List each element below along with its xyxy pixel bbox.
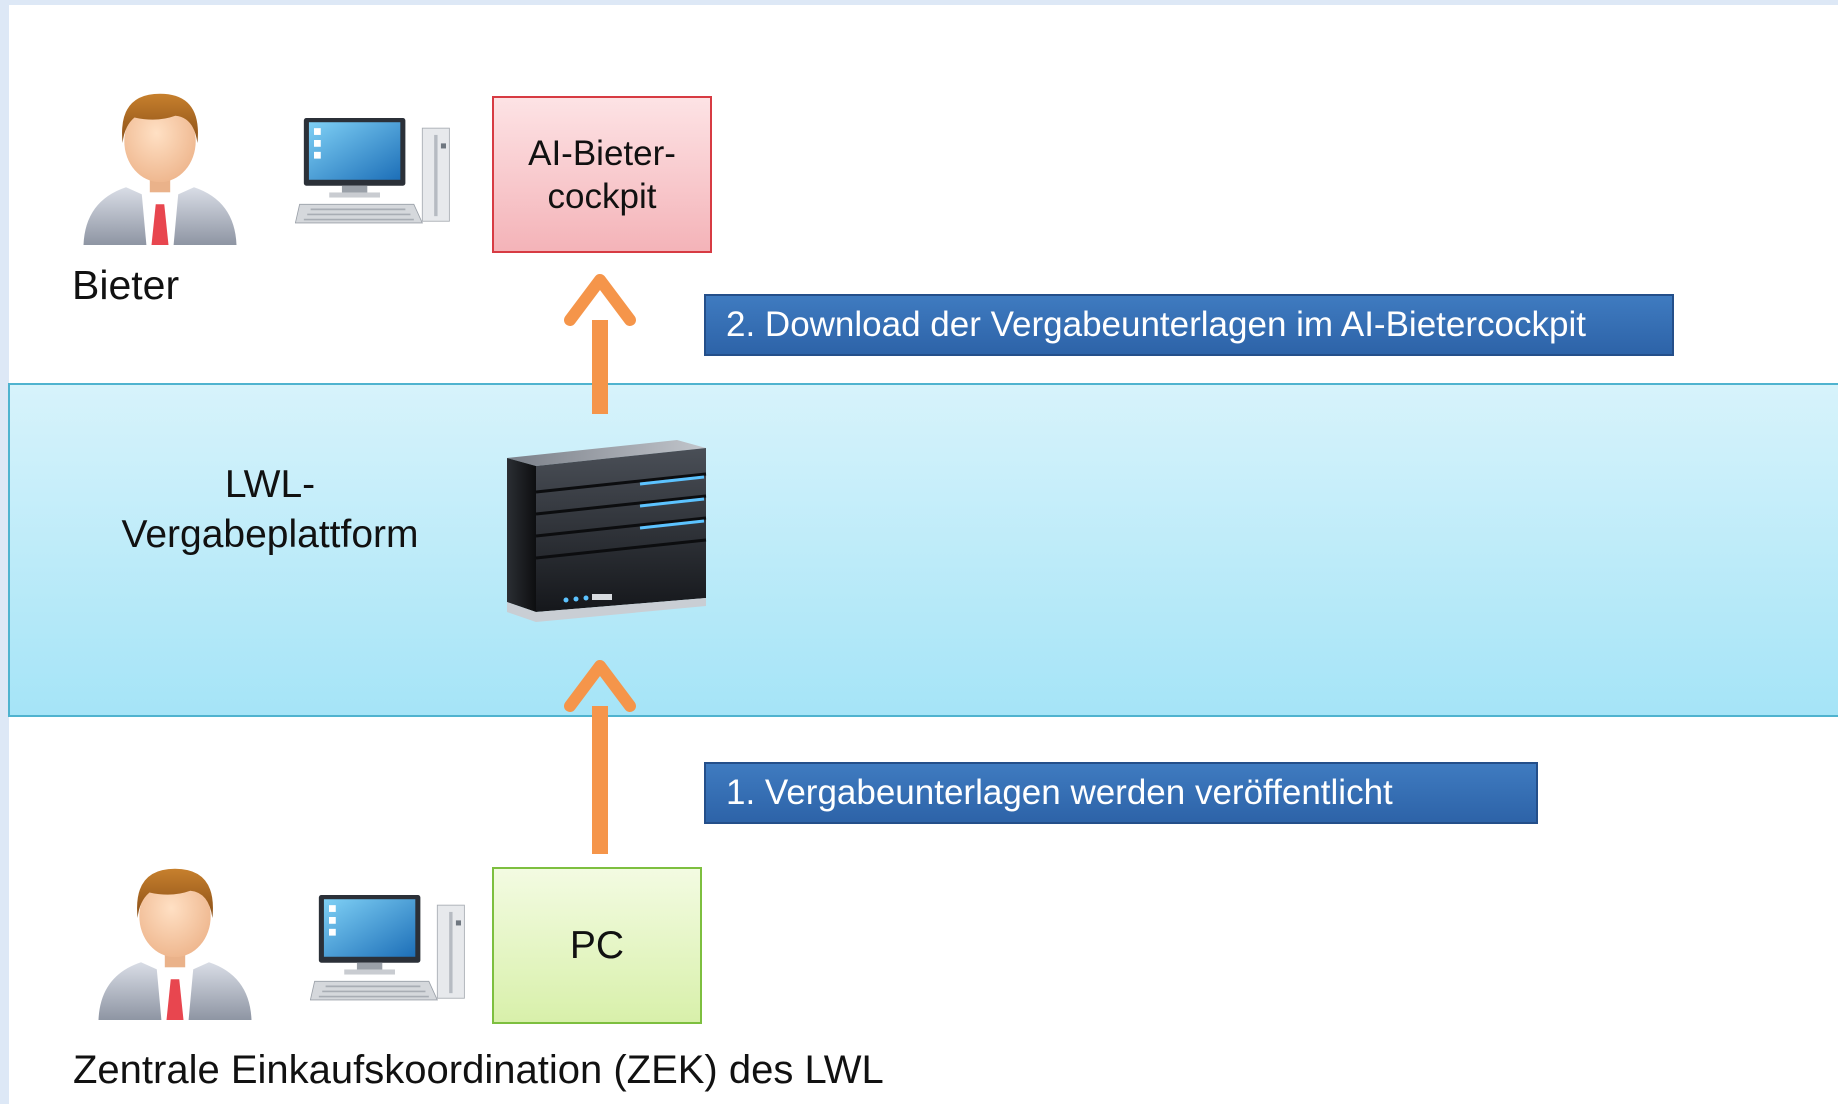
computer-icon <box>310 895 466 1001</box>
computer-icon <box>295 118 451 224</box>
buyer-label: Zentrale Einkaufskoordination (ZEK) des … <box>73 1048 884 1092</box>
step-1-banner: 1. Vergabeunterlagen werden veröffentlic… <box>704 762 1538 824</box>
pc-label: PC <box>569 923 625 967</box>
cockpit-box <box>492 96 712 253</box>
cockpit-label: AI-Bieter- cockpit <box>528 133 676 216</box>
step-2-banner: 2. Download der Vergabeunterlagen im AI-… <box>704 294 1674 356</box>
arrow-to-cockpit <box>564 274 636 414</box>
server-icon <box>507 440 707 622</box>
frame-top <box>0 0 1838 5</box>
arrow-to-server <box>564 660 636 854</box>
person-icon <box>98 868 252 1020</box>
platform-band <box>8 383 1838 717</box>
frame-left <box>0 0 9 1104</box>
person-icon <box>83 93 237 245</box>
pc-box <box>492 867 702 1024</box>
platform-label: LWL- Vergabeplattform <box>121 463 419 556</box>
bidder-label: Bieter <box>72 262 180 308</box>
